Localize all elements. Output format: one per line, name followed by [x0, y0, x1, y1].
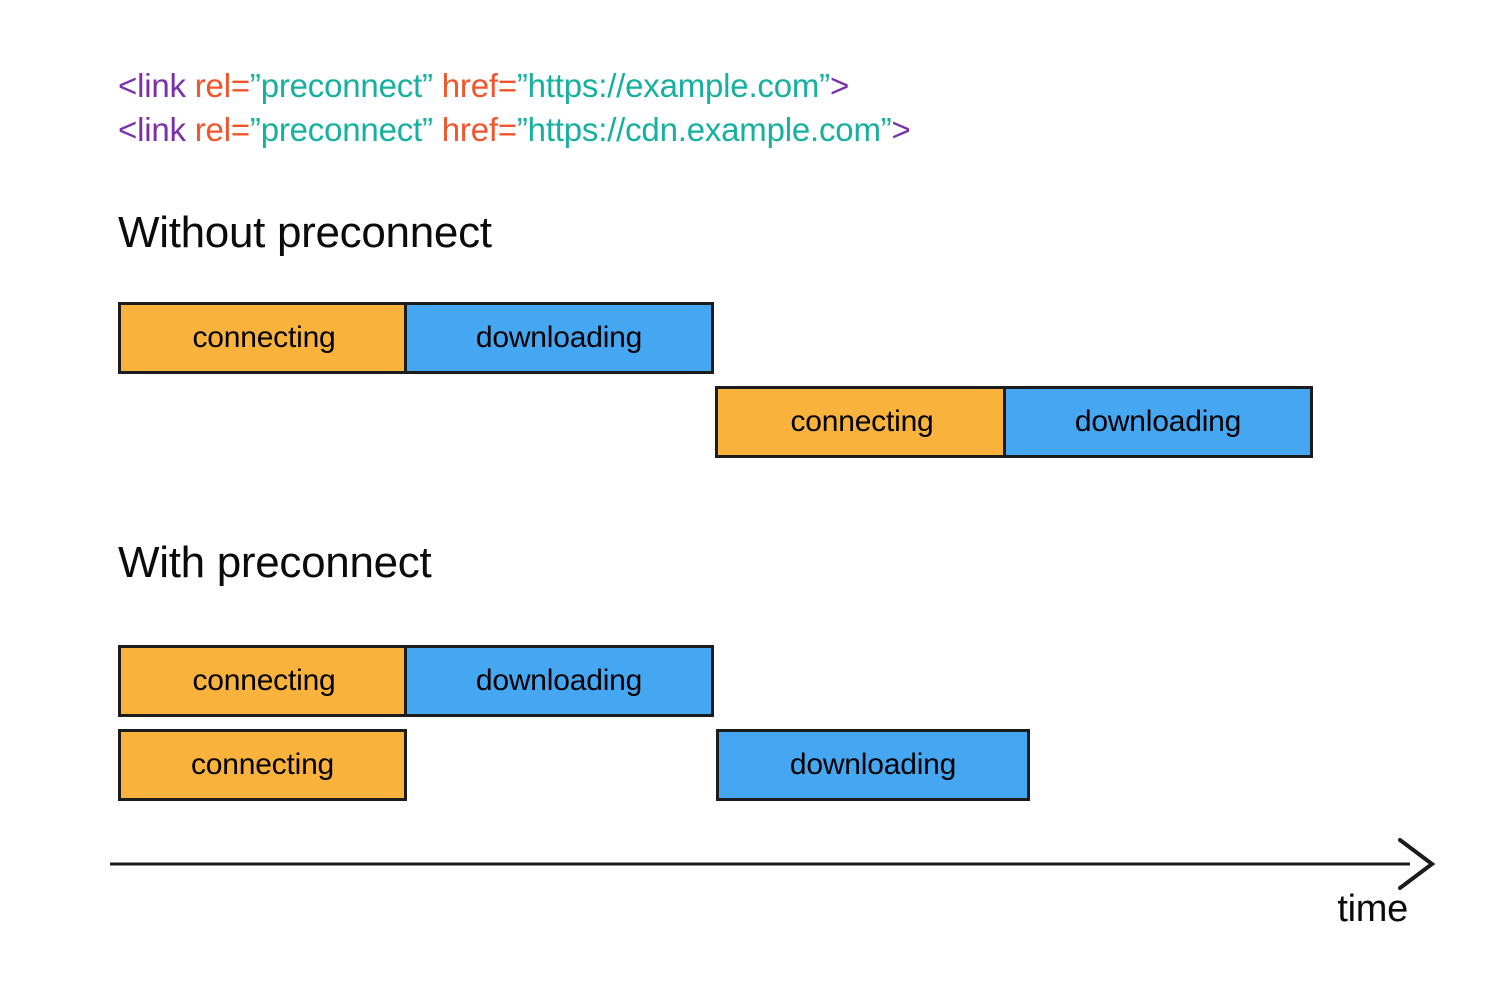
code-value-rel: ”preconnect” [249, 111, 433, 148]
timeline-bar-connecting: connecting [118, 729, 407, 801]
timeline-bar-connecting: connecting [118, 302, 407, 374]
code-attr-rel: rel= [185, 67, 250, 104]
timeline-bar-downloading: downloading [1003, 386, 1313, 458]
code-attr-href: href= [432, 67, 517, 104]
timeline-bar-downloading: downloading [716, 729, 1030, 801]
code-tag-open: <link [118, 111, 186, 148]
code-tag-open: <link [118, 67, 186, 104]
code-tag-close: > [891, 111, 911, 148]
time-axis-label: time [1337, 888, 1408, 930]
code-value-href: ”https://example.com” [516, 67, 830, 104]
code-value-rel: ”preconnect” [249, 67, 433, 104]
code-line-2: <link rel=”preconnect” href=”https://cdn… [118, 108, 911, 152]
timeline-bar-downloading: downloading [404, 645, 714, 717]
timeline-bar-downloading: downloading [404, 302, 714, 374]
code-attr-href: href= [432, 111, 517, 148]
code-tag-close: > [829, 67, 850, 104]
code-attr-rel: rel= [185, 111, 250, 148]
timeline-bar-connecting: connecting [118, 645, 407, 717]
code-line-1: <link rel=”preconnect” href=”https://exa… [118, 64, 911, 108]
code-value-href: ”https://cdn.example.com” [516, 111, 892, 148]
timeline-bar-connecting: connecting [715, 386, 1006, 458]
section-heading-without-preconnect: Without preconnect [118, 208, 492, 257]
time-axis-arrow [110, 838, 1436, 890]
section-heading-with-preconnect: With preconnect [118, 538, 432, 587]
code-snippet: <link rel=”preconnect” href=”https://exa… [118, 64, 911, 152]
